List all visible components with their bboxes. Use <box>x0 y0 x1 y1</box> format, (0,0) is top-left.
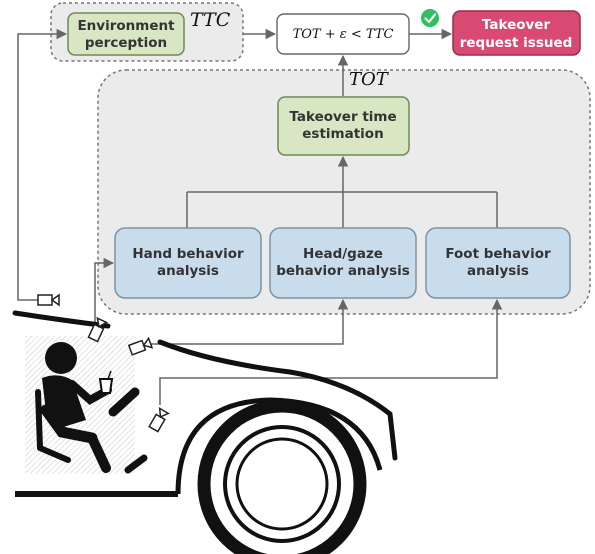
takeover-request-node: Takeover request issued <box>452 10 581 56</box>
head-gaze-behavior-node: Head/gaze behavior analysis <box>269 227 417 299</box>
condition-node: TOT + ε < TTC <box>276 13 410 55</box>
environment-perception-line2: perception <box>85 35 167 51</box>
merge-connector <box>186 155 498 228</box>
foot-behavior-line2: analysis <box>467 263 529 279</box>
environment-perception-node: Environment perception <box>67 12 185 56</box>
estimation-line1: Takeover time <box>289 109 396 125</box>
foot-behavior-line1: Foot behavior <box>445 246 551 262</box>
ttc-label: TTC <box>190 9 231 31</box>
takeover-request-line2: request issued <box>460 35 573 51</box>
car-wheel-arch <box>175 397 383 495</box>
foot-camera-feed-line <box>159 298 503 405</box>
steering-wheel-icon <box>108 387 140 417</box>
takeover-request-line1: Takeover <box>482 17 551 33</box>
head-gaze-line2: behavior analysis <box>276 263 410 279</box>
head-camera-feed-line <box>150 298 349 345</box>
foot-camera-icon <box>148 406 170 433</box>
hand-camera-icon <box>87 316 109 343</box>
condition-text: TOT + ε < TTC <box>293 27 394 42</box>
takeover-time-estimation-node: Takeover time estimation <box>277 96 410 156</box>
pedal-icon <box>124 454 148 474</box>
foot-behavior-node: Foot behavior analysis <box>425 227 571 299</box>
external-camera-icon <box>37 293 60 307</box>
tot-label: TOT <box>349 69 390 90</box>
vehicle-illustration <box>12 310 398 554</box>
estimation-line2: estimation <box>302 126 383 142</box>
hand-behavior-node: Hand behavior analysis <box>114 227 262 299</box>
wheel-icon <box>197 399 367 554</box>
check-icon <box>421 9 439 27</box>
car-hood-line <box>157 339 398 461</box>
external-camera-feed-line <box>17 28 68 301</box>
hand-behavior-line1: Hand behavior <box>132 246 244 262</box>
head-gaze-line1: Head/gaze <box>303 246 383 262</box>
head-camera-icon <box>127 336 154 356</box>
hand-camera-feed-line <box>94 257 115 326</box>
environment-perception-line1: Environment <box>77 18 175 34</box>
hand-behavior-line2: analysis <box>157 263 219 279</box>
cup-icon <box>98 370 114 394</box>
